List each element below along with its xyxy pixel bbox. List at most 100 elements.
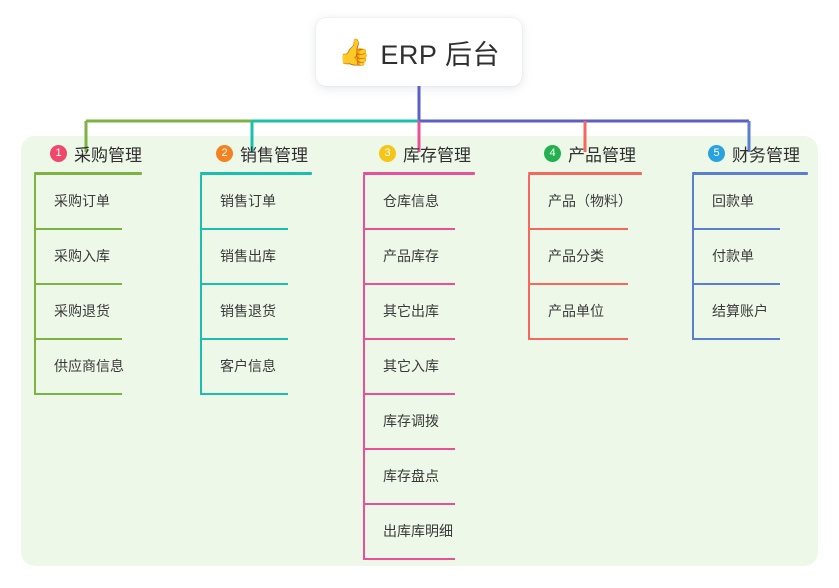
branch-underline <box>34 172 142 175</box>
item-label: 结算账户 <box>712 303 768 319</box>
diagram-background-panel <box>21 136 818 566</box>
item-underline <box>363 448 455 450</box>
item-underline <box>34 228 122 230</box>
branch-header-1[interactable]: 1 采购管理 <box>34 136 146 170</box>
item-label: 供应商信息 <box>54 358 124 374</box>
item-label: 采购订单 <box>54 193 110 209</box>
item-spine <box>363 175 365 230</box>
number-badge-icon: 1 <box>50 144 67 162</box>
branch-item[interactable]: 其它入库 <box>363 340 475 395</box>
item-underline <box>528 338 628 340</box>
branch-underline <box>363 172 475 175</box>
branch-underline <box>528 172 642 175</box>
branch-item[interactable]: 销售订单 <box>200 175 312 230</box>
branch-item[interactable]: 产品分类 <box>528 230 644 285</box>
branch-item-list: 产品（物料） 产品分类产品单位 <box>528 175 644 340</box>
branch-item[interactable]: 采购退货 <box>34 285 146 340</box>
item-spine <box>528 230 530 285</box>
item-underline <box>200 228 288 230</box>
branch-item[interactable]: 采购入库 <box>34 230 146 285</box>
item-spine <box>363 505 365 560</box>
branch-column-2: 2 销售管理销售订单销售出库销售退货客户信息 <box>200 136 312 395</box>
branch-item[interactable]: 库存调拨 <box>363 395 475 450</box>
branch-item-list: 采购订单采购入库采购退货供应商信息 <box>34 175 146 395</box>
branch-title: 财务管理 <box>732 145 800 165</box>
item-underline <box>528 228 628 230</box>
branch-item-list: 仓库信息产品库存其它出库其它入库库存调拨库存盘点出库库明细 <box>363 175 475 560</box>
branch-item-list: 回款单付款单结算账户 <box>692 175 808 340</box>
item-label: 销售退货 <box>220 303 276 319</box>
branch-item[interactable]: 结算账户 <box>692 285 808 340</box>
branch-item[interactable]: 采购订单 <box>34 175 146 230</box>
item-spine <box>528 175 530 230</box>
branch-item[interactable]: 出库库明细 <box>363 505 475 560</box>
item-spine <box>528 285 530 340</box>
branch-underline <box>200 172 312 175</box>
item-label: 其它入库 <box>383 358 439 374</box>
item-spine <box>692 175 694 230</box>
root-node[interactable]: 👍 ERP 后台 <box>316 18 522 86</box>
item-underline <box>363 393 455 395</box>
item-label: 销售出库 <box>220 248 276 264</box>
item-spine <box>363 340 365 395</box>
item-spine <box>34 230 36 285</box>
number-badge-icon: 2 <box>216 144 233 162</box>
item-label: 回款单 <box>712 193 754 209</box>
branch-item[interactable]: 仓库信息 <box>363 175 475 230</box>
item-spine <box>692 285 694 340</box>
item-label: 产品单位 <box>548 303 604 319</box>
item-spine <box>363 450 365 505</box>
item-label: 仓库信息 <box>383 193 439 209</box>
item-spine <box>363 285 365 340</box>
branch-columns: 1 采购管理采购订单采购入库采购退货供应商信息 2 销售管理销售订单销售出库销售退货客… <box>0 136 839 566</box>
item-label: 销售订单 <box>220 193 276 209</box>
branch-title: 销售管理 <box>240 145 308 165</box>
item-spine <box>34 340 36 395</box>
item-underline <box>363 228 455 230</box>
item-underline <box>528 283 628 285</box>
item-underline <box>34 393 122 395</box>
branch-item[interactable]: 产品（物料） <box>528 175 644 230</box>
item-underline <box>34 283 122 285</box>
branch-item[interactable]: 销售出库 <box>200 230 312 285</box>
branch-header-2[interactable]: 2 销售管理 <box>200 136 312 170</box>
item-underline <box>200 338 288 340</box>
item-label: 采购入库 <box>54 248 110 264</box>
branch-item[interactable]: 库存盘点 <box>363 450 475 505</box>
number-badge-icon: 3 <box>379 144 396 162</box>
item-label: 采购退货 <box>54 303 110 319</box>
item-spine <box>34 175 36 230</box>
item-label: 产品（物料） <box>548 193 632 209</box>
branch-item[interactable]: 产品库存 <box>363 230 475 285</box>
item-underline <box>200 393 288 395</box>
branch-item[interactable]: 回款单 <box>692 175 808 230</box>
item-label: 产品分类 <box>548 248 604 264</box>
branch-title: 产品管理 <box>568 145 636 165</box>
item-underline <box>34 338 122 340</box>
item-label: 库存调拨 <box>383 413 439 429</box>
item-spine <box>200 340 202 395</box>
branch-item[interactable]: 销售退货 <box>200 285 312 340</box>
item-underline <box>200 283 288 285</box>
item-spine <box>200 285 202 340</box>
item-spine <box>363 395 365 450</box>
item-underline <box>692 338 780 340</box>
item-spine <box>200 175 202 230</box>
branch-item[interactable]: 供应商信息 <box>34 340 146 395</box>
thumbs-up-icon: 👍 <box>338 37 371 67</box>
item-underline <box>363 283 455 285</box>
branch-item[interactable]: 其它出库 <box>363 285 475 340</box>
branch-item[interactable]: 产品单位 <box>528 285 644 340</box>
branch-item[interactable]: 付款单 <box>692 230 808 285</box>
item-underline <box>363 558 455 560</box>
branch-item-list: 销售订单销售出库销售退货客户信息 <box>200 175 312 395</box>
branch-item[interactable]: 客户信息 <box>200 340 312 395</box>
branch-title: 采购管理 <box>74 145 142 165</box>
